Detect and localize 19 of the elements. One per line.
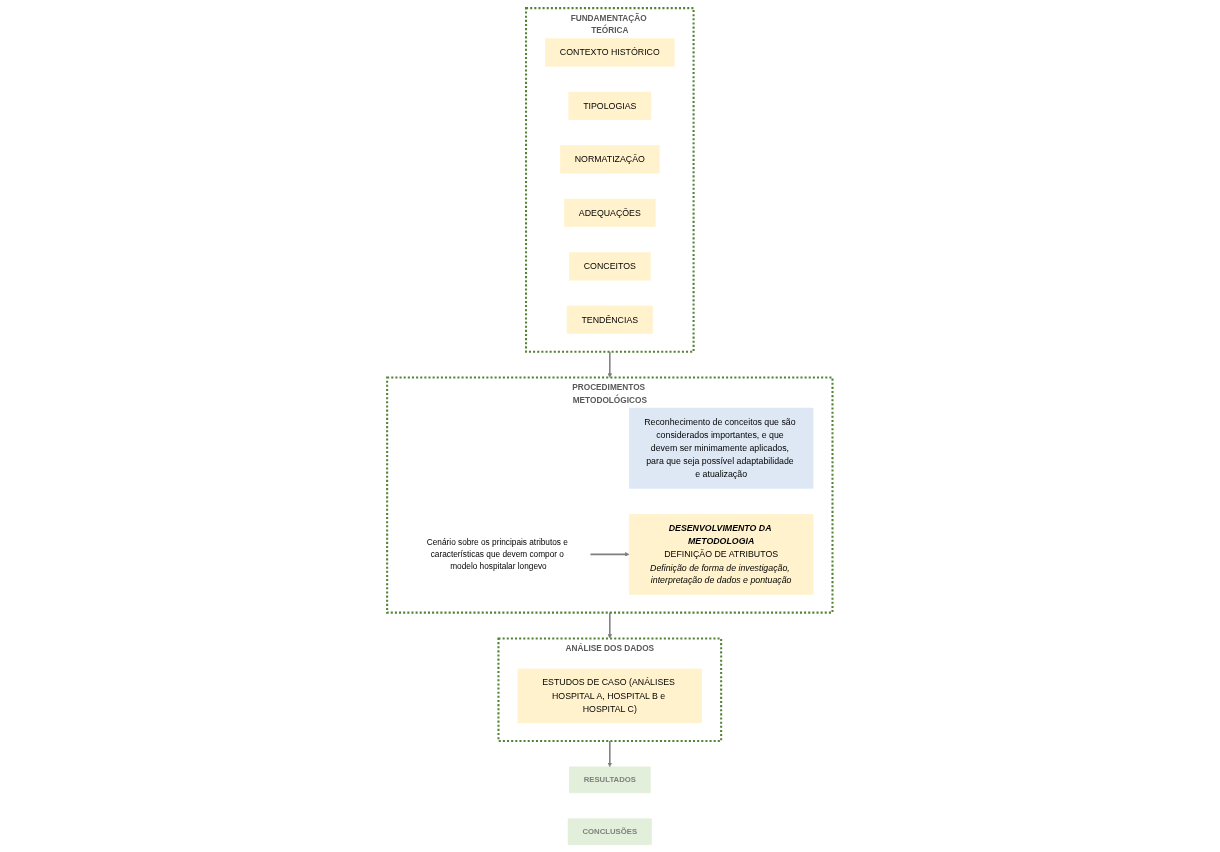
cluster [497,636,723,742]
arrow [589,551,630,557]
node-box [566,305,654,334]
node-box [560,144,660,173]
node-text: Cenário sobre os principais atributos e características que devem compor o modelo hospitalar longevo [426,536,569,571]
node-box [569,766,651,793]
cluster [386,376,834,614]
node-box [629,407,814,489]
arrow [607,350,613,378]
cluster [525,6,695,353]
node-box [569,251,651,280]
node-box [567,818,653,845]
node-box [517,668,703,723]
arrow [607,739,613,767]
node-box [629,513,814,595]
node-box [568,91,652,120]
arrow [607,611,613,639]
node-box [545,37,675,67]
node-box [564,198,656,227]
